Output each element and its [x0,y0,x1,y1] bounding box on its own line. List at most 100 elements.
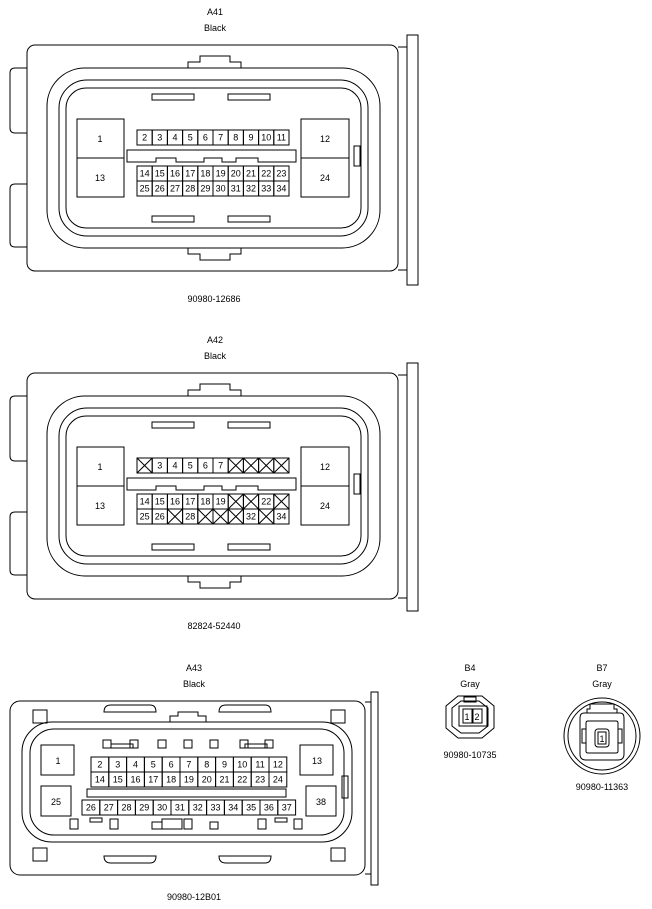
a41-pin-cell [273,180,290,197]
a41-pin-label: 16 [170,169,180,179]
a42-pin-label: 15 [155,497,165,507]
a43-pin-label: 1 [55,756,60,766]
a43-pin-label: 10 [237,760,247,770]
connector-b7: B7 Gray [563,663,641,775]
a41-pin-label: 7 [218,133,223,143]
a43-pin-label: 38 [316,797,326,807]
a41-pin-label: 13 [95,173,105,183]
a41-pin-label: 19 [216,169,226,179]
a41-pin-label: 15 [155,169,165,179]
a41-pin-label: 4 [172,133,177,143]
connector-a41: A41 Black [9,7,419,286]
a42-pin-label: 28 [185,512,195,522]
a41-pin-label: 5 [188,133,193,143]
a43-pin-label: 35 [246,803,256,813]
a43-pin-label: 34 [228,803,238,813]
a42-pin-blocked-mark [243,493,259,510]
a41-pin-label: 11 [277,133,286,143]
a43-pin-label: 16 [130,775,140,785]
a41-pin-label: 24 [320,173,330,183]
a43-pin-label: 12 [273,760,283,770]
a42-pin-label: 34 [276,512,286,522]
a43-pin-label: 24 [273,775,283,785]
a43-pin-cell [268,771,288,788]
a41-pin-label: 9 [248,133,253,143]
a43-id: A43 [186,663,202,673]
a41-pin-label: 18 [200,169,210,179]
a41-pin-label: 26 [155,184,165,194]
a42-pin-label: 3 [157,461,162,471]
a42-pin-label: 32 [246,512,256,522]
a42-pin-label: 7 [218,461,223,471]
a41-pin-label: 32 [246,184,256,194]
a43-pin-label: 31 [175,803,185,813]
a43-pin-label: 28 [121,803,131,813]
a42-pin-blocked-mark [227,493,244,510]
a43-pin-label: 8 [204,760,209,770]
a42-pin-label: 12 [320,462,330,472]
a43-pin-label: 30 [157,803,167,813]
a41-pin-label: 23 [276,169,286,179]
a42-pin-label: 16 [170,497,180,507]
a43-pin-label: 37 [282,803,292,813]
a43-part-number: 90980-12B01 [167,892,221,902]
a41-pin-cell [273,129,290,146]
a41-pin-label: 20 [231,169,241,179]
a42-pin-label: 1 [97,462,102,472]
a41-pin-label: 31 [231,184,241,194]
a42-pin-label: 26 [155,512,165,522]
a41-pin-label: 21 [246,169,256,179]
a41-pin-label: 22 [261,169,271,179]
a42-pin-blocked-mark [258,457,275,474]
a41-pin-label: 10 [261,133,271,143]
b4-part-number: 90980-10735 [443,750,496,760]
a43-pin-label: 29 [139,803,149,813]
a42-pin-blocked-mark [167,508,183,525]
b7-pin-label: 1 [599,734,604,744]
a43-pin-label: 21 [219,775,229,785]
b4-pin-label: 1 [464,712,469,722]
a41-pin-label: 12 [320,134,330,144]
a42-pin-blocked-mark [212,508,229,525]
a43-pin-label: 15 [113,775,123,785]
a42-pin-label: 14 [140,497,150,507]
a43-pin-label: 11 [255,760,264,770]
a41-pin-label: 6 [203,133,208,143]
a42-pin-label: 6 [203,461,208,471]
b7-part-number: 90980-11363 [576,782,628,792]
a43-pin-cell [277,799,297,816]
connector-a42: A42 Black [9,335,419,612]
a43-pin-label: 17 [148,775,158,785]
a43-pin-label: 27 [104,803,114,813]
a43-pin-label: 18 [166,775,176,785]
a42-pin-label: 13 [95,501,105,511]
a42-part-number: 82824-52440 [187,621,240,631]
a41-pin-label: 30 [216,184,226,194]
connector-b4: B4 Gray [445,663,495,739]
a41-pin-label: 27 [170,184,180,194]
a42-id: A42 [207,335,223,345]
b4-color: Gray [460,679,480,689]
b7-color: Gray [592,679,612,689]
a43-pin-label: 33 [210,803,220,813]
a41-color: Black [204,23,227,33]
a43-pin-label: 4 [133,760,138,770]
a41-pin-label: 8 [233,133,238,143]
a42-pin-label: 5 [188,461,193,471]
a41-part-number: 90980-12686 [187,294,240,304]
a41-pin-label: 29 [200,184,210,194]
a43-pin-label: 2 [97,760,102,770]
a41-id: A41 [207,7,223,17]
a42-pin-label: 18 [200,497,210,507]
a43-pin-label: 13 [312,756,322,766]
a42-color: Black [204,351,227,361]
a43-pin-label: 3 [115,760,120,770]
a42-pin-blocked-mark [273,457,290,474]
a41-pin-label: 25 [140,184,150,194]
a42-pin-label: 25 [140,512,150,522]
a42-pin-cell [273,508,290,525]
a42-pin-cell [273,457,290,474]
b4-pin-label: 2 [474,712,479,722]
